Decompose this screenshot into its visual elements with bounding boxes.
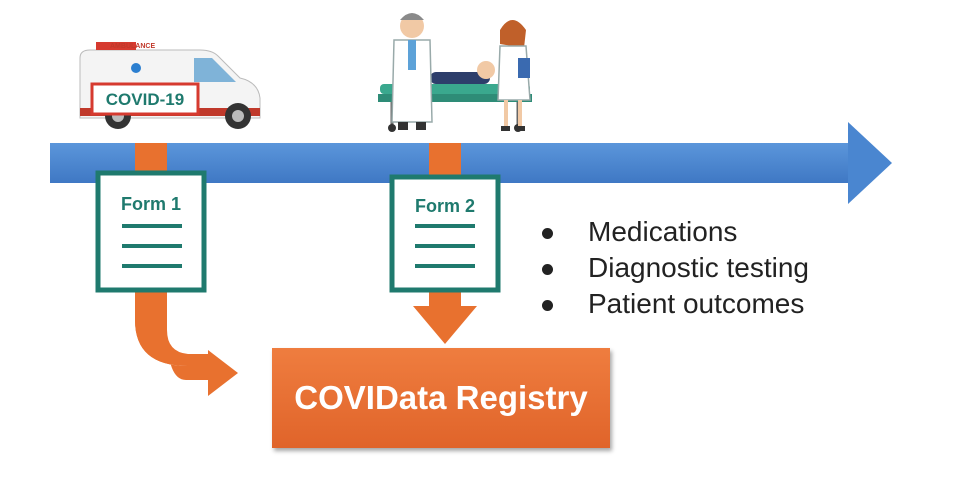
form-2-line: [415, 264, 475, 268]
ambulance-mirror-text: AMBULANCE: [110, 43, 155, 50]
bullet-text: Medications: [588, 216, 738, 247]
covidata-registry-box: COVIData Registry: [272, 348, 610, 448]
covid-sign: [90, 82, 200, 116]
form1-to-registry-arrow: [135, 292, 238, 396]
bullet-icon: [542, 264, 553, 275]
form-1-label: Form 1: [121, 194, 181, 214]
registry-label: COVIData Registry: [294, 379, 588, 416]
form-2-card: Form 2: [389, 174, 501, 293]
form-2-line: [415, 244, 475, 248]
hospital-scene-illustration: [378, 13, 532, 132]
bullet-item: Medications: [542, 214, 809, 250]
bullet-icon: [542, 228, 553, 239]
bullet-text: Patient outcomes: [588, 288, 805, 319]
bullet-text: Diagnostic testing: [588, 252, 810, 283]
form2-to-registry-arrow: [413, 290, 477, 344]
ambulance-illustration: AMBULANCE COVID-19: [79, 42, 261, 129]
form-2-line: [415, 224, 475, 228]
form2-connector: [429, 143, 461, 177]
bullet-item: Diagnostic testing: [542, 250, 809, 286]
nurse-figure: [497, 20, 531, 131]
doctor-figure: [391, 13, 433, 130]
ambulance-star-icon: [131, 63, 141, 73]
data-bullet-list: Medications Diagnostic testing Patient o…: [542, 214, 809, 322]
form-1-line: [122, 224, 182, 228]
bullet-item: Patient outcomes: [542, 286, 809, 322]
bullet-icon: [542, 300, 553, 311]
form-1-card: Form 1: [95, 170, 207, 293]
covid-sign-text: COVID-19: [106, 90, 184, 109]
form1-connector: [135, 143, 167, 173]
form-1-line: [122, 244, 182, 248]
form-2-label: Form 2: [415, 196, 475, 216]
form-1-line: [122, 264, 182, 268]
